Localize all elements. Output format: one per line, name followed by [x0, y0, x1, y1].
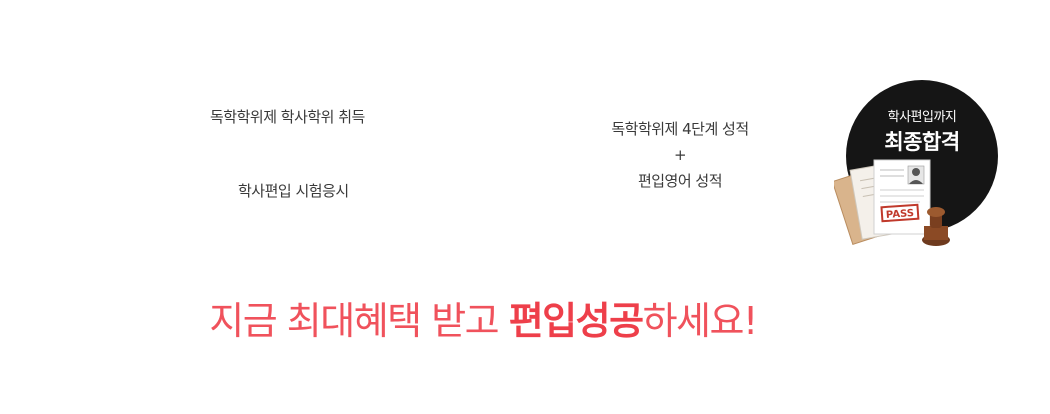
pass-stamp-mark-icon: PASS	[880, 203, 920, 223]
step-transfer-exam: 학사편입 시험응시	[238, 182, 349, 200]
slogan-part-1: 지금 최대혜택 받고	[209, 299, 509, 343]
wooden-stamp-icon	[922, 207, 950, 246]
criteria-plus: +	[673, 146, 687, 164]
step-degree-acquisition: 독학학위제 학사학위 취득	[210, 108, 365, 126]
criteria-line-english: 편입영어 성적	[637, 172, 723, 190]
criteria-group: 독학학위제 4단계 성적 + 편입영어 성적	[560, 116, 800, 194]
resume-document-icon	[873, 159, 931, 235]
promo-slogan: 지금 최대혜택 받고 편입성공하세요!	[0, 290, 966, 345]
pass-documents-illustration: PASS	[834, 159, 950, 246]
slogan-part-2: 하세요!	[642, 299, 759, 343]
criteria-line-grades: 독학학위제 4단계 성적	[611, 120, 749, 138]
badge-subtitle: 학사편입까지	[887, 110, 957, 125]
svg-text:PASS: PASS	[886, 208, 915, 221]
badge-title: 최종합격	[884, 130, 960, 154]
slogan-highlight: 편입성공	[508, 299, 644, 343]
